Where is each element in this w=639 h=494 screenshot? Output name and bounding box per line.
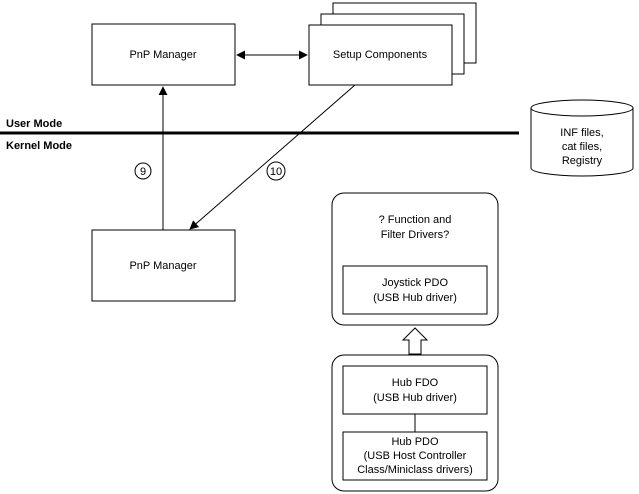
kernel-mode-label: Kernel Mode bbox=[6, 140, 72, 152]
database-line-3: Registry bbox=[562, 155, 603, 167]
step-9-badge: 9 bbox=[134, 162, 152, 180]
step-9-label: 9 bbox=[140, 166, 146, 178]
hub-fdo-line-1: Hub FDO bbox=[392, 377, 439, 389]
setup-components-label: Setup Components bbox=[333, 49, 428, 61]
lower-device-stack: Hub FDO (USB Hub driver) Hub PDO (USB Ho… bbox=[331, 354, 499, 492]
pnp-manager-kernel-label: PnP Manager bbox=[129, 260, 196, 272]
database-line-1: INF files, bbox=[560, 127, 603, 139]
joystick-pdo-line-2: (USB Hub driver) bbox=[373, 292, 457, 304]
inf-files-database: INF files, cat files, Registry bbox=[530, 99, 634, 177]
pnp-manager-user-box: PnP Manager bbox=[91, 23, 236, 86]
step-10-arrow bbox=[189, 84, 356, 230]
step-10-label: 10 bbox=[270, 166, 282, 178]
database-line-2: cat files, bbox=[562, 141, 602, 153]
hollow-up-arrow bbox=[401, 327, 429, 355]
hub-fdo-line-2: (USB Hub driver) bbox=[373, 392, 457, 404]
hub-pdo-line-1: Hub PDO bbox=[391, 436, 439, 448]
function-filter-line-2: Filter Drivers? bbox=[381, 229, 449, 241]
upper-device-stack: ? Function and Filter Drivers? Joystick … bbox=[331, 192, 499, 326]
step-10-badge: 10 bbox=[266, 161, 286, 181]
setup-components-box: Setup Components bbox=[308, 2, 477, 86]
user-mode-label: User Mode bbox=[6, 118, 62, 130]
pnp-manager-user-label: PnP Manager bbox=[129, 49, 196, 61]
hub-pdo-line-3: Class/Miniclass drivers) bbox=[357, 464, 473, 476]
pnp-manager-kernel-box: PnP Manager bbox=[91, 229, 236, 302]
joystick-pdo-line-1: Joystick PDO bbox=[382, 277, 448, 289]
function-filter-line-1: ? Function and bbox=[379, 214, 452, 226]
hub-pdo-line-2: (USB Host Controller bbox=[364, 450, 467, 462]
